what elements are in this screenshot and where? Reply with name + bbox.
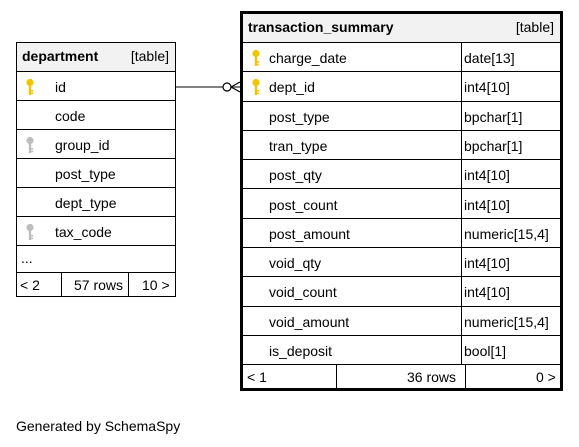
column-row[interactable]: post_type bpchar[1]	[243, 102, 560, 131]
column-name: is_deposit	[269, 343, 333, 359]
column-row[interactable]: post_amount numeric[15,4]	[243, 219, 560, 249]
column-name: post_count	[269, 196, 338, 213]
column-name: dept_id	[269, 79, 315, 96]
row-count: 57 rows	[74, 277, 124, 293]
table-footer: < 2 57 rows 10 >	[17, 273, 175, 296]
column-name: post_qty	[269, 167, 322, 184]
column-row[interactable]: post_qty int4[10]	[243, 160, 560, 190]
column-row[interactable]: tran_type bpchar[1]	[243, 131, 560, 161]
column-row[interactable]: dept_type	[17, 188, 175, 217]
table-footer: < 1 36 rows 0 >	[243, 365, 560, 388]
column-name: post_amount	[269, 225, 350, 242]
table-type: [table]	[515, 19, 554, 35]
column-row[interactable]: tax_code	[17, 217, 175, 246]
column-name: charge_date	[269, 50, 347, 66]
table-name: transaction_summary	[248, 19, 394, 35]
column-name: dept_type	[55, 195, 117, 211]
primary-key-icon	[25, 78, 35, 96]
foreign-key-icon	[25, 136, 35, 154]
department-table[interactable]: department [table] id code group_id post_ty…	[16, 42, 176, 297]
column-row[interactable]: is_deposit bool[1]	[243, 336, 560, 366]
column-type: numeric[15,4]	[464, 225, 549, 242]
column-row[interactable]: id	[17, 72, 175, 101]
column-type: bpchar[1]	[464, 108, 523, 125]
column-name: void_qty	[269, 255, 322, 272]
column-row[interactable]: dept_id int4[10]	[243, 72, 560, 102]
column-type: int4[10]	[464, 284, 510, 301]
primary-key-icon	[251, 78, 261, 96]
children-count[interactable]: 10 >	[142, 277, 170, 293]
table-header: transaction_summary [table]	[243, 14, 560, 43]
column-name: group_id	[55, 137, 110, 153]
crows-foot-upper	[230, 81, 241, 88]
column-row[interactable]: void_count int4[10]	[243, 277, 560, 307]
column-row[interactable]: void_amount numeric[15,4]	[243, 307, 560, 336]
column-row[interactable]: void_qty int4[10]	[243, 248, 560, 278]
column-type: numeric[15,4]	[464, 313, 549, 330]
column-name: id	[55, 79, 66, 95]
more-columns-ellipsis: ...	[21, 250, 33, 266]
parents-count[interactable]: < 2	[20, 277, 40, 293]
column-type: int4[10]	[464, 196, 510, 213]
column-name: tax_code	[55, 224, 112, 240]
table-name: department	[22, 48, 99, 64]
column-name: void_amount	[269, 313, 350, 330]
column-row[interactable]: code	[17, 101, 175, 130]
table-type: [table]	[130, 48, 169, 64]
column-divider	[461, 43, 462, 365]
generated-by-caption: Generated by SchemaSpy	[16, 418, 181, 434]
column-name: post_type	[55, 166, 116, 182]
column-row[interactable]: group_id	[17, 130, 175, 159]
column-type: int4[10]	[464, 255, 510, 272]
column-type: bpchar[1]	[464, 137, 523, 154]
zero-or-many-circle	[222, 82, 232, 92]
more-columns-row: ...	[17, 246, 175, 273]
column-name: post_type	[269, 108, 330, 125]
column-type: int4[10]	[464, 79, 510, 96]
primary-key-icon	[251, 49, 261, 67]
row-count: 36 rows	[407, 369, 457, 385]
crows-foot-lower	[230, 86, 241, 93]
column-row[interactable]: charge_date date[13]	[243, 43, 560, 73]
table-header: department [table]	[17, 43, 175, 72]
column-name: code	[55, 108, 86, 124]
column-type: int4[10]	[464, 167, 510, 184]
column-type: date[13]	[464, 50, 515, 66]
children-count[interactable]: 0 >	[536, 369, 556, 385]
column-row[interactable]: post_count int4[10]	[243, 190, 560, 219]
column-name: tran_type	[269, 137, 328, 154]
foreign-key-icon	[25, 223, 35, 241]
column-row[interactable]: post_type	[17, 159, 175, 188]
parents-count[interactable]: < 1	[247, 369, 267, 385]
column-type: bool[1]	[464, 343, 507, 359]
column-name: void_count	[269, 284, 337, 301]
